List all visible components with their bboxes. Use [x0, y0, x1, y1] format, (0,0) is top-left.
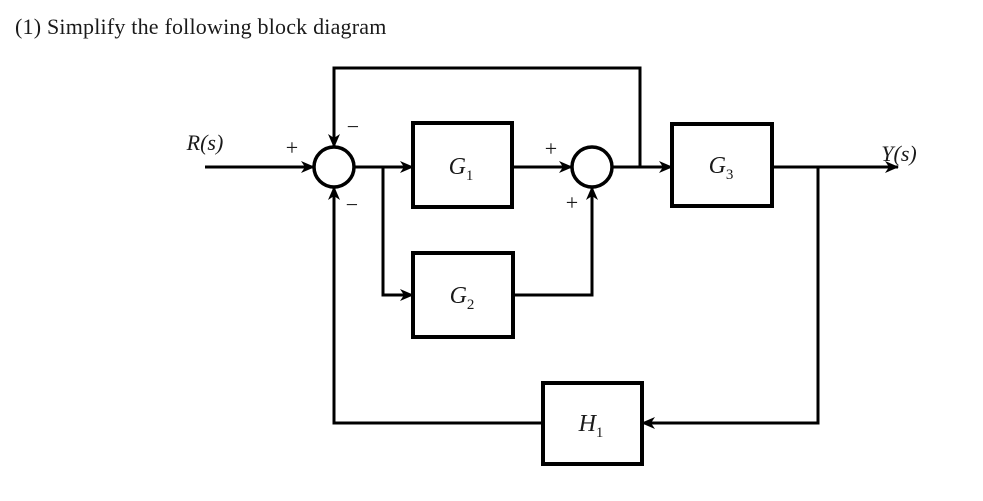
summing-junction-1: [312, 145, 356, 189]
block-h1: [541, 381, 644, 466]
wire-h1-to-sum1: [328, 186, 543, 425]
wire-top-feedback: [328, 66, 642, 167]
wire-branch-to-g2: [381, 167, 414, 301]
problem-title: (1) Simplify the following block diagram: [15, 14, 387, 39]
block-g3-label: G3: [709, 153, 734, 183]
summing-junction-2: [570, 145, 614, 189]
sum1-minus-bottom-sign: −: [346, 192, 358, 217]
block-g3: [670, 122, 774, 208]
wire-g2-to-sum2: [513, 186, 598, 297]
wire-output-to-h1: [641, 167, 820, 429]
block-h1-label: H1: [578, 411, 604, 441]
sum2-plus-bottom-sign: +: [566, 190, 578, 215]
input-signal-label: R(s): [186, 130, 224, 155]
block-g2-label: G2: [450, 283, 475, 313]
output-signal-label: Y(s): [881, 141, 916, 166]
sum1-minus-top-sign: −: [347, 114, 359, 139]
block-g1: [411, 121, 514, 209]
block-g1-label: G1: [449, 154, 474, 184]
block-g2: [411, 251, 515, 339]
sum1-plus-sign: +: [286, 135, 298, 160]
sum2-plus-left-sign: +: [545, 136, 557, 161]
